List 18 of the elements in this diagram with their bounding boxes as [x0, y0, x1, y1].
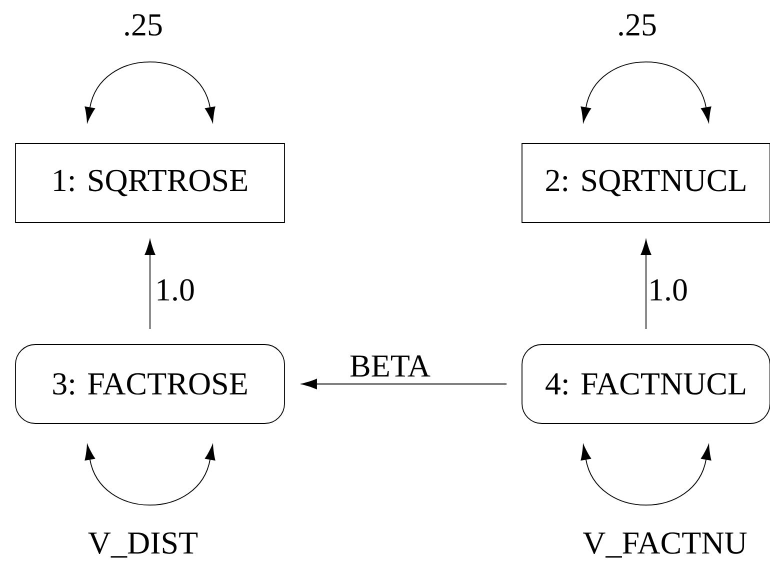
- edge-label: .25: [616, 13, 658, 37]
- latent-variable-box: 4: FACTNUCL: [522, 344, 770, 424]
- latent-variable-box: 3: FACTROSE: [15, 344, 285, 424]
- edge-label: V_FACTNU: [582, 531, 748, 559]
- edge-label: 1.0: [647, 278, 689, 302]
- variance-arc: [84, 61, 216, 122]
- observed-variable-box: 1: SQRTROSE: [15, 143, 285, 223]
- observed-variable-box: 2: SQRTNUCL: [522, 143, 770, 223]
- edge-label: V_DIST: [86, 531, 200, 559]
- variance-arc: [84, 444, 216, 506]
- path-arrow: [144, 240, 156, 330]
- edge-label: 1.0: [154, 278, 196, 302]
- path-arrow: [640, 240, 652, 330]
- variance-arc: [580, 61, 712, 122]
- edge-label: .25: [122, 13, 164, 37]
- path-arrow: [302, 378, 507, 390]
- edge-label: BETA: [348, 354, 432, 378]
- variance-arc: [580, 444, 712, 506]
